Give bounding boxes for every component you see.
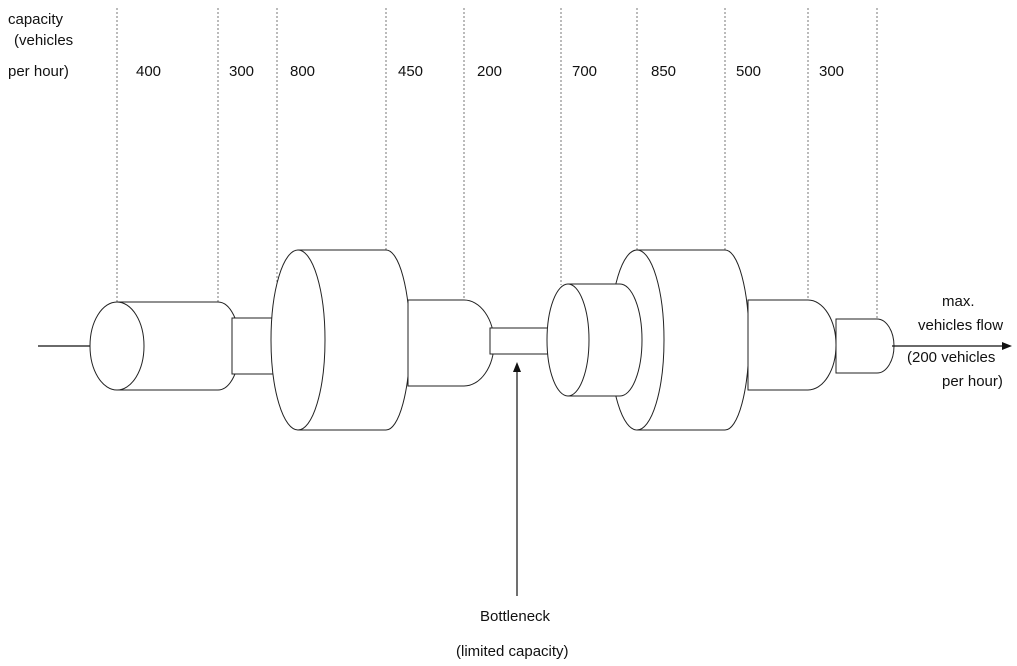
bottleneck-label: Bottleneck (limited capacity) bbox=[456, 608, 569, 660]
capacity-label-7: 850 bbox=[651, 63, 676, 80]
capacity-label-6: 700 bbox=[572, 63, 597, 80]
capacity-label-5: 200 bbox=[477, 63, 502, 80]
bottleneck-label-line2: (limited capacity) bbox=[456, 643, 569, 660]
capacity-labels: 400 300 800 450 200 700 850 500 300 bbox=[136, 63, 844, 80]
capacity-label-3: 800 bbox=[290, 63, 315, 80]
capacity-header-line3: per hour) bbox=[8, 63, 69, 80]
output-label-line1: max. bbox=[942, 293, 975, 310]
capacity-header: capacity (vehicles per hour) bbox=[8, 11, 73, 80]
segment-9-cylinder bbox=[836, 319, 894, 373]
segment-8-cylinder bbox=[748, 300, 836, 390]
capacity-label-9: 300 bbox=[819, 63, 844, 80]
capacity-header-line2: (vehicles bbox=[14, 32, 73, 49]
capacity-label-2: 300 bbox=[229, 63, 254, 80]
output-label-line3: (200 vehicles bbox=[907, 349, 995, 366]
output-label-line2: vehicles flow bbox=[918, 317, 1003, 334]
output-label-line4: per hour) bbox=[942, 373, 1003, 390]
segment-4-cylinder bbox=[408, 300, 494, 386]
capacity-header-line1: capacity bbox=[8, 11, 64, 28]
capacity-label-8: 500 bbox=[736, 63, 761, 80]
bottleneck-arrow bbox=[513, 362, 521, 596]
capacity-label-4: 450 bbox=[398, 63, 423, 80]
output-label: max. vehicles flow (200 vehicles per hou… bbox=[907, 293, 1003, 390]
segment-6-cylinder bbox=[547, 284, 642, 396]
pipeline bbox=[90, 250, 894, 430]
segment-3-cylinder bbox=[271, 250, 410, 430]
segment-dividers bbox=[117, 8, 877, 318]
capacity-label-1: 400 bbox=[136, 63, 161, 80]
segment-1-cylinder bbox=[90, 302, 240, 390]
bottleneck-label-line1: Bottleneck bbox=[480, 608, 551, 625]
